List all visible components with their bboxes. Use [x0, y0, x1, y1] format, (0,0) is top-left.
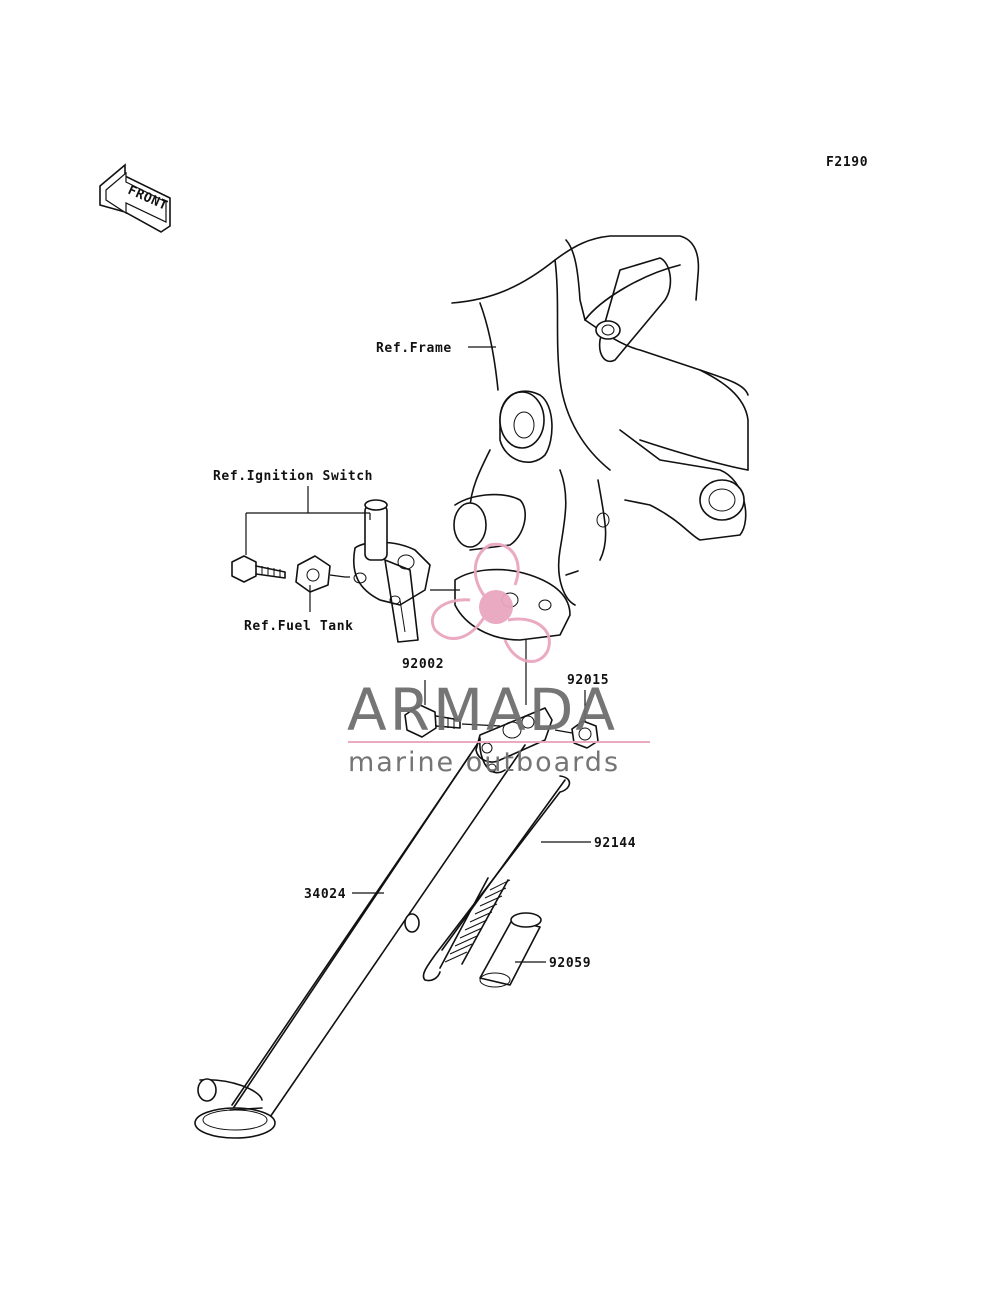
frame-drawing [451, 235, 749, 641]
bolt-92002 [404, 704, 461, 738]
propeller-hub-icon [479, 590, 513, 624]
figure-code: F2190 [826, 155, 868, 170]
part-number-92059: 92059 [549, 956, 591, 971]
ignition-switch-bracket [231, 499, 431, 643]
watermark-tagline: marine outboards [348, 747, 620, 778]
ref-fuel-tank-label: Ref.Fuel Tank [244, 619, 354, 634]
part-number-92144: 92144 [594, 836, 636, 851]
part-number-92002: 92002 [402, 657, 444, 672]
ref-frame-label: Ref.Frame [376, 341, 452, 356]
part-number-34024: 34024 [304, 887, 346, 902]
sleeve-92059 [479, 912, 542, 988]
watermark-brand: ARMADA [347, 676, 618, 744]
leader-lines [245, 346, 591, 963]
propeller-icon [431, 542, 551, 663]
part-number-92015: 92015 [567, 673, 609, 688]
side-stand-34024 [194, 707, 553, 1139]
ref-ignition-switch-label: Ref.Ignition Switch [213, 469, 373, 484]
watermark-logo: ARMADA marine outboards [347, 542, 650, 778]
front-arrow-icon: FRONT [99, 163, 171, 233]
spring-92144 [422, 775, 571, 982]
